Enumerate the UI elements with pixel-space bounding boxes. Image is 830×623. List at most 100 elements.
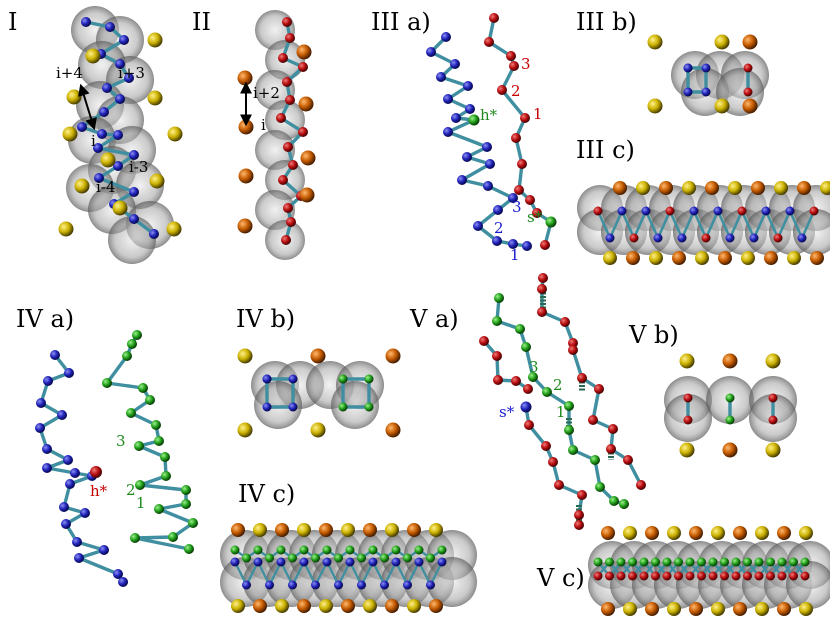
yellow-bead <box>799 602 813 616</box>
blue-bead <box>797 233 807 243</box>
orange-bead <box>722 442 738 458</box>
blue-bead <box>357 580 366 590</box>
green-bead <box>160 452 170 462</box>
blue-bead <box>522 241 532 251</box>
blue-bead <box>65 479 75 489</box>
blue-bead <box>437 557 447 567</box>
index-label-i: i <box>261 116 266 134</box>
bond <box>752 209 768 240</box>
green-bead <box>564 401 574 411</box>
green-bead <box>564 425 574 435</box>
red-bead <box>282 77 292 87</box>
blue-bead <box>605 233 615 243</box>
green-bead <box>102 378 112 388</box>
green-bead <box>725 393 735 403</box>
yellow-bead <box>636 181 650 195</box>
blue-bead <box>641 206 651 216</box>
red-bead <box>489 13 499 23</box>
green-bead <box>685 557 695 567</box>
blue-bead <box>483 181 493 191</box>
index-label-i-plus-3: i+3 <box>118 64 145 82</box>
strand-number-2: 2 <box>511 82 521 100</box>
red-bead <box>492 351 502 361</box>
red-bead <box>737 206 747 216</box>
blue-bead <box>262 374 272 384</box>
green-bead <box>542 387 552 397</box>
blue-bead <box>520 401 532 413</box>
blue-bead <box>105 22 115 32</box>
yellow-bead <box>167 126 183 142</box>
orange-bead <box>601 526 615 540</box>
orange-bead <box>341 599 355 613</box>
blue-bead <box>129 187 139 197</box>
green-bead <box>288 553 297 563</box>
yellow-bead <box>695 251 709 265</box>
index-label-i-minus-3: i-3 <box>129 158 148 176</box>
red-bead <box>685 571 695 581</box>
panel-label-V-c: V c) <box>536 564 585 592</box>
orange-bead <box>385 422 401 438</box>
strand-number-3: 3 <box>529 358 539 376</box>
orange-bead <box>733 526 747 540</box>
blue-bead <box>713 206 723 216</box>
orange-bead <box>385 599 399 613</box>
green-bead <box>276 545 286 555</box>
red-bead <box>568 345 578 355</box>
yellow-bead <box>728 181 742 195</box>
yellow-bead <box>741 251 755 265</box>
green-bead <box>619 499 629 509</box>
blue-bead <box>761 206 771 216</box>
green-bead <box>528 372 538 382</box>
blue-bead <box>64 368 74 378</box>
red-bead <box>606 444 616 454</box>
yellow-bead <box>147 32 163 48</box>
yellow-bead <box>166 221 182 237</box>
red-bead <box>560 317 570 327</box>
green-bead <box>403 553 412 563</box>
red-bead <box>524 420 534 430</box>
green-bead <box>593 557 603 567</box>
yellow-bead <box>647 98 663 114</box>
panel-label-III-b: III b) <box>576 8 637 36</box>
orange-bead <box>742 34 758 50</box>
green-bead <box>130 533 140 543</box>
red-bead <box>574 510 584 520</box>
blue-bead <box>677 233 687 243</box>
blue-bead <box>97 129 107 139</box>
blue-bead <box>115 94 125 104</box>
red-bead <box>708 571 718 581</box>
yellow-bead <box>711 602 725 616</box>
blue-bead <box>43 376 53 386</box>
blue-bead <box>508 239 518 249</box>
helix-number-3: 3 <box>512 198 522 216</box>
green-bead <box>651 557 660 567</box>
bond <box>788 209 804 240</box>
red-bead <box>809 206 819 216</box>
blue-bead <box>334 580 343 590</box>
excluded-volume-sphere <box>793 209 830 255</box>
hairpin-star-label: h* <box>90 482 108 500</box>
green-bead <box>426 553 435 563</box>
yellow-bead <box>297 523 311 537</box>
panel-label-I: I <box>8 8 17 36</box>
blue-bead <box>36 398 46 408</box>
blue-bead <box>94 173 104 183</box>
blue-bead <box>443 127 453 137</box>
orange-bead <box>810 251 824 265</box>
bead-layer <box>35 13 830 616</box>
green-bead <box>184 544 194 554</box>
green-bead <box>154 504 164 514</box>
bond <box>524 345 535 379</box>
bond <box>138 483 188 492</box>
green-bead <box>777 557 787 567</box>
red-bead <box>276 113 286 123</box>
green-bead <box>731 557 741 567</box>
blue-bead <box>485 159 495 169</box>
orange-bead <box>742 98 758 114</box>
blue-bead <box>61 519 71 529</box>
red-bead <box>768 393 778 403</box>
red-bead <box>548 457 558 467</box>
red-bead <box>743 63 753 73</box>
blue-bead <box>57 410 67 420</box>
hairpin-star-label: h* <box>480 106 498 124</box>
